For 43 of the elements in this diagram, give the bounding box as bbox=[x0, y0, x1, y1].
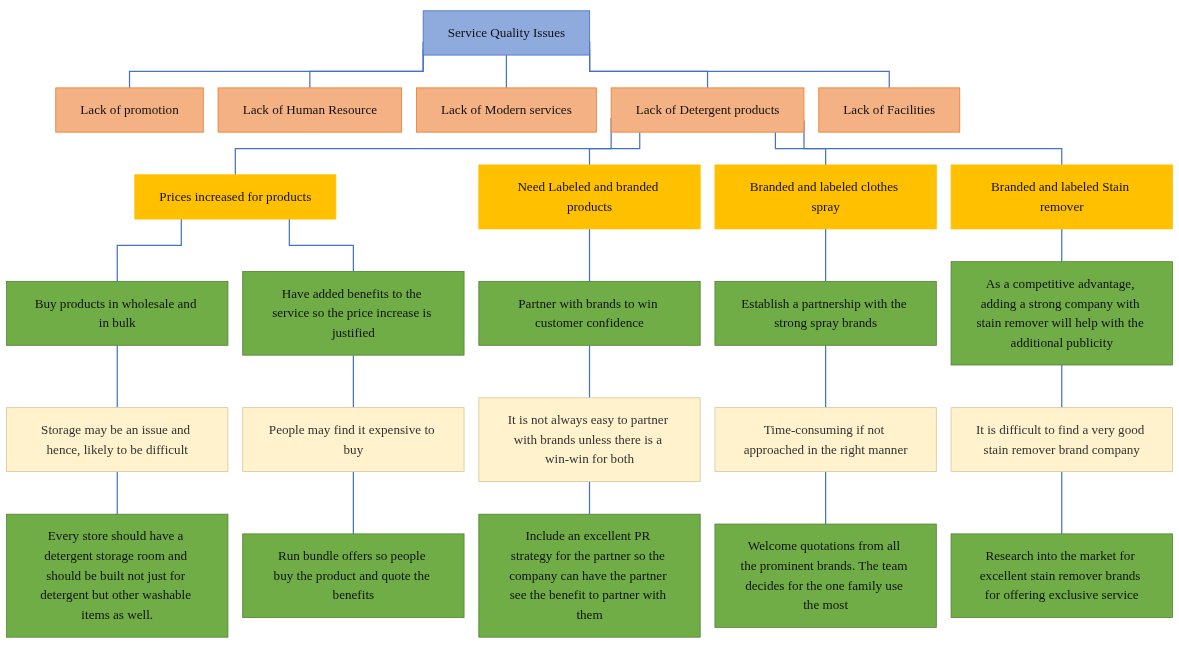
connector bbox=[588, 228, 591, 282]
node-box: Every store should have a detergent storage room and should be built not just for detergent but other washable items as well. bbox=[6, 513, 229, 638]
node-box: Include an excellent PR strategy for the partner so the company can have the partner see the benefit to partner with them bbox=[478, 513, 701, 638]
node-box: Partner with brands to win customer confidence bbox=[478, 280, 701, 346]
node-box: Run bundle offers so people buy the product and quote the benefits bbox=[242, 533, 465, 618]
connector bbox=[1061, 228, 1063, 263]
connector bbox=[825, 228, 827, 282]
connector bbox=[116, 218, 182, 282]
node-box: It is not always easy to partner with brands unless there is a win-win for both bbox=[478, 397, 701, 482]
connector bbox=[588, 344, 591, 399]
node-box: Service Quality Issues bbox=[422, 10, 591, 56]
connector bbox=[825, 344, 827, 409]
node-box: Lack of promotion bbox=[55, 87, 204, 133]
node-box: Prices increased for products bbox=[134, 174, 337, 220]
node-box: Lack of Facilities bbox=[818, 87, 961, 133]
connector bbox=[588, 131, 641, 166]
node-box: Research into the market for excellent stain remover brands for offering exclusive service bbox=[950, 533, 1173, 618]
node-box: Branded and labeled clothes spray bbox=[714, 164, 937, 230]
node-box: As a competitive advantage, adding a strong company with stain remover will help with the additional publicity bbox=[950, 261, 1173, 366]
node-box: Need Labeled and branded products bbox=[478, 164, 701, 230]
connector bbox=[588, 480, 591, 515]
connector bbox=[774, 131, 827, 166]
connector bbox=[352, 354, 354, 409]
connector bbox=[1061, 470, 1063, 535]
node-box: Establish a partnership with the strong spray brands bbox=[714, 280, 937, 346]
node-box: Lack of Modern services bbox=[416, 87, 597, 133]
node-box: Welcome quotations from all the prominent brands. The team decides for the one family use the most bbox=[714, 523, 937, 628]
node-box: Time-consuming if not approached in the right manner bbox=[714, 407, 937, 472]
node-box: Branded and labeled Stain remover bbox=[950, 164, 1173, 230]
node-box: It is difficult to find a very good stain remover brand company bbox=[950, 407, 1173, 472]
connector bbox=[352, 470, 354, 535]
connector bbox=[825, 470, 827, 525]
node-box: Buy products in wholesale and in bulk bbox=[6, 280, 229, 346]
node-box: Have added benefits to the service so the price increase is justified bbox=[242, 271, 465, 356]
connector bbox=[1061, 364, 1063, 409]
connector bbox=[116, 470, 118, 515]
node-box: Lack of Human Resource bbox=[217, 87, 403, 133]
connector bbox=[505, 54, 507, 89]
connector bbox=[116, 344, 118, 409]
node-box: Storage may be an issue and hence, likely to be difficult bbox=[6, 407, 229, 472]
node-box: People may find it expensive to buy bbox=[242, 407, 465, 472]
connector bbox=[288, 218, 354, 273]
node-box: Lack of Detergent products bbox=[610, 87, 805, 133]
